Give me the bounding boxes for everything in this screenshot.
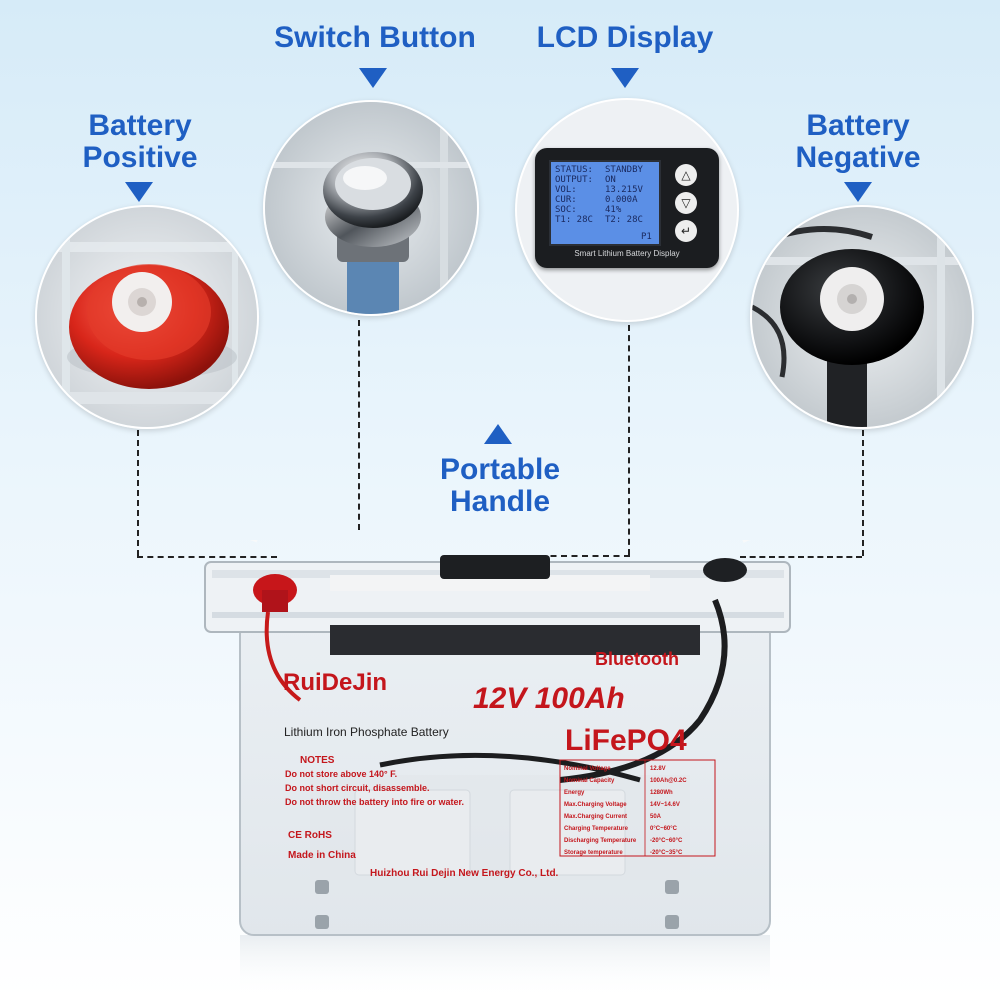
- note-line: Do not throw the battery into fire or wa…: [285, 797, 464, 807]
- battery-type-label: Lithium Iron Phosphate Battery: [284, 725, 449, 739]
- switch-button-image: [265, 102, 477, 314]
- lcd-row-label: SOC:: [555, 205, 577, 215]
- up-arrow-icon: △: [681, 168, 691, 182]
- negative-terminal-image: [752, 207, 972, 427]
- positive-connector-horizontal: [137, 556, 277, 558]
- battery-negative-label: Battery Negative: [778, 110, 938, 174]
- spec-value: 12.8V: [650, 766, 666, 772]
- lcd-row-label: CUR:: [555, 195, 577, 205]
- lcd-readout: STATUS: STANDBY OUTPUT: ON VOL: 13.215V …: [555, 165, 652, 242]
- battery-negative-closeup: [750, 205, 974, 429]
- switch-button-closeup: [263, 100, 479, 316]
- lcd-row-value: T2: 28C: [605, 215, 643, 225]
- lcd-row-value: 13.215V: [605, 185, 644, 195]
- battery-negative-arrow-icon: [844, 182, 872, 202]
- battery-positive-line2: Positive: [82, 141, 198, 174]
- portable-handle-line1: Portable: [439, 453, 561, 486]
- lcd-up-button[interactable]: △: [675, 164, 697, 186]
- manufacturer-label: Huizhou Rui Dejin New Energy Co., Ltd.: [370, 868, 559, 879]
- lcd-caption: Smart Lithium Battery Display: [574, 249, 680, 258]
- spec-label: Discharging Temperature: [564, 838, 637, 844]
- spec-label: Storage temperature: [564, 850, 623, 856]
- spec-value: 50A: [650, 814, 662, 820]
- lcd-row-label: STATUS:: [555, 165, 593, 175]
- lcd-row-label: VOL:: [555, 185, 577, 195]
- battery-negative-line1: Battery: [806, 109, 910, 142]
- lcd-row-label: OUTPUT:: [555, 175, 593, 185]
- switch-button-arrow-icon: [359, 68, 387, 88]
- portable-handle-label: Portable Handle: [415, 454, 585, 518]
- spec-value: 14V~14.6V: [650, 802, 680, 808]
- spec-label: Max.Charging Voltage: [564, 802, 627, 808]
- spec-label: Energy: [564, 790, 585, 796]
- negative-connector-line: [862, 430, 864, 556]
- lcd-row-value: 41%: [605, 205, 622, 215]
- lcd-screen: STATUS: STANDBY OUTPUT: ON VOL: 13.215V …: [549, 160, 661, 246]
- lcd-panel: STATUS: STANDBY OUTPUT: ON VOL: 13.215V …: [535, 148, 719, 268]
- battery-negative-line2: Negative: [795, 141, 921, 174]
- spec-label: Nominal Capacity: [564, 778, 615, 784]
- voltage-capacity-label: 12V 100Ah: [473, 682, 625, 715]
- certification-label: CE RoHS: [288, 830, 332, 841]
- negative-connector-horizontal: [740, 556, 862, 558]
- return-arrow-icon: ↵: [680, 224, 692, 238]
- spec-label: Charging Temperature: [564, 826, 629, 832]
- positive-terminal-image: [37, 207, 257, 427]
- spec-label: Nominal Voltage: [564, 766, 611, 772]
- battery-positive-arrow-icon: [125, 182, 153, 202]
- spec-value: -20°C~60°C: [650, 838, 683, 844]
- portable-handle-arrow-icon: [484, 424, 512, 444]
- lcd-connector-line: [628, 325, 630, 555]
- notes-title: NOTES: [300, 755, 335, 766]
- switch-button-label: Switch Button: [274, 21, 476, 54]
- note-line: Do not short circuit, disassemble.: [285, 783, 430, 793]
- portable-handle-line2: Handle: [449, 485, 551, 518]
- battery-positive-label: Battery Positive: [60, 110, 220, 174]
- lcd-row-value: ON: [605, 175, 616, 185]
- brand-logo-text: RuiDeJin: [283, 669, 387, 696]
- spec-value: 100Ah@0.2C: [650, 778, 687, 784]
- battery-body: RuiDeJin Bluetooth 12V 100Ah LiFePO4 Lit…: [204, 540, 791, 995]
- note-line: Do not store above 140° F.: [285, 769, 397, 779]
- made-in-label: Made in China: [288, 850, 356, 861]
- chemistry-label: LiFePO4: [565, 724, 687, 757]
- positive-connector-line: [137, 430, 139, 556]
- battery-positive-closeup: [35, 205, 259, 429]
- lcd-row-label: T1: 28C: [555, 215, 593, 225]
- spec-value: 1280Wh: [650, 790, 673, 796]
- lcd-display-closeup: STATUS: STANDBY OUTPUT: ON VOL: 13.215V …: [515, 98, 739, 322]
- lcd-down-button[interactable]: ▽: [675, 192, 697, 214]
- lcd-page: P1: [641, 232, 652, 242]
- lcd-display-label: LCD Display: [536, 21, 714, 54]
- lcd-row-value: 0.000A: [605, 195, 638, 205]
- lcd-enter-button[interactable]: ↵: [675, 220, 697, 242]
- spec-value: -20°C~35°C: [650, 850, 683, 856]
- bluetooth-label: Bluetooth: [595, 649, 679, 669]
- switch-connector-line: [358, 320, 360, 530]
- battery-positive-line1: Battery: [88, 109, 192, 142]
- down-arrow-icon: ▽: [681, 196, 691, 210]
- spec-label: Max.Charging Current: [564, 814, 627, 820]
- lcd-display-arrow-icon: [611, 68, 639, 88]
- lcd-connector-horizontal: [540, 555, 630, 557]
- spec-value: 0°C~60°C: [650, 826, 678, 832]
- lcd-row-value: STANDBY: [605, 165, 644, 175]
